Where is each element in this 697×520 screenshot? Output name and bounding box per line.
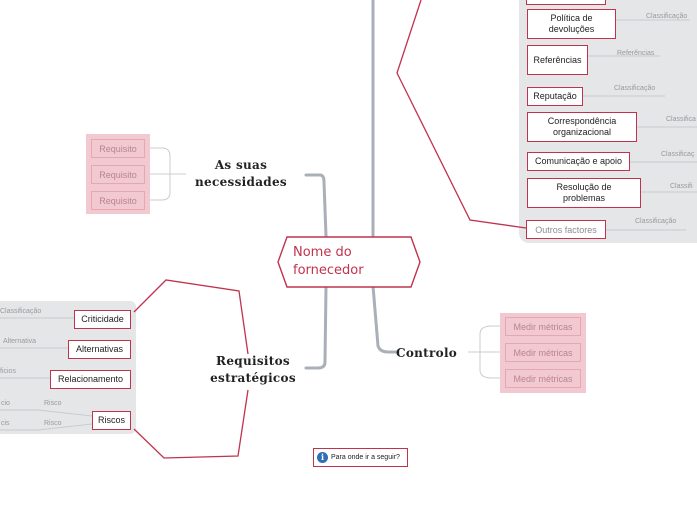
strategic-note-1: Classificação: [0, 308, 42, 315]
right-item-returns-policy[interactable]: Política de devoluções: [527, 9, 616, 39]
right-item-references[interactable]: Referências: [527, 45, 588, 75]
risk-note-3: cis: [1, 420, 10, 427]
right-item-other-factors[interactable]: Outros factores: [526, 220, 606, 239]
risk-note-4: Risco: [44, 420, 62, 427]
right-note-7: Classificação: [635, 218, 677, 225]
strategic-branch-title[interactable]: Requisitos estratégicos: [210, 354, 296, 385]
right-note-5: Classificaç: [661, 151, 695, 158]
next-steps-label: Para onde ir a seguir?: [331, 454, 400, 461]
strategic-branch-top-line: [133, 279, 249, 355]
right-note-6: Classifi: [670, 183, 693, 190]
control-bracket: [468, 325, 503, 379]
needs-branch-title[interactable]: As suas necessidades: [195, 158, 287, 189]
right-note-3: Classificação: [614, 85, 656, 92]
control-item-1[interactable]: Medir métricas: [505, 317, 581, 336]
central-node-title[interactable]: Nome do fornecedor: [293, 245, 364, 278]
right-item-communication[interactable]: Comunicação e apoio: [527, 152, 630, 171]
right-note-1: Classificação: [646, 13, 688, 20]
needs-item-3[interactable]: Requisito: [91, 191, 145, 210]
right-item-problem-solving[interactable]: Resolução de problemas: [527, 178, 641, 208]
needs-bracket: [148, 147, 186, 201]
right-item-partial-top: [526, 0, 606, 5]
strategic-item-risks[interactable]: Riscos: [92, 411, 131, 430]
risk-note-2: Risco: [44, 400, 62, 407]
strategic-note-3: ficios: [0, 368, 16, 375]
risk-note-1: cio: [1, 400, 10, 407]
central-node-shape: [277, 236, 421, 288]
needs-item-2[interactable]: Requisito: [91, 165, 145, 184]
strategic-connector: [304, 284, 328, 370]
strategic-item-relationship[interactable]: Relacionamento: [50, 370, 131, 389]
control-connector: [371, 284, 400, 354]
strategic-item-alternatives[interactable]: Alternativas: [68, 340, 131, 359]
next-steps-button[interactable]: i Para onde ir a seguir?: [313, 448, 408, 467]
needs-connector: [304, 173, 328, 238]
right-item-org-fit[interactable]: Correspondência organizacional: [527, 112, 637, 142]
info-icon: i: [317, 452, 328, 463]
needs-item-1[interactable]: Requisito: [91, 139, 145, 158]
control-item-3[interactable]: Medir métricas: [505, 369, 581, 388]
strategic-note-2: Alternativa: [3, 338, 37, 345]
right-note-2: Referências: [617, 50, 655, 57]
right-note-4: Classifica: [666, 116, 696, 123]
right-item-reputation[interactable]: Reputação: [527, 87, 583, 106]
control-item-2[interactable]: Medir métricas: [505, 343, 581, 362]
strategic-item-criticality[interactable]: Criticidade: [74, 310, 131, 329]
strategic-branch-bottom-line: [133, 389, 249, 459]
right-branch-line: [396, 0, 527, 229]
strategic-note-lines-risk: [0, 409, 93, 431]
control-branch-title[interactable]: Controlo: [396, 346, 458, 360]
